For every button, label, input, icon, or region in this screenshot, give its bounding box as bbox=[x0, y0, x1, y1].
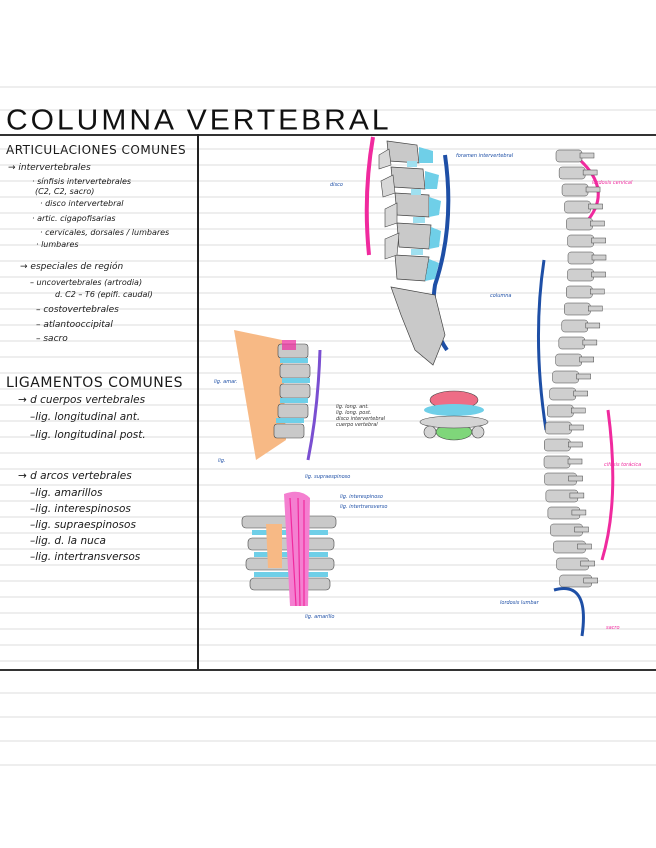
note-line: · sínfisis intervertebrales bbox=[32, 177, 132, 186]
note-line: · artic. cigapofisarias bbox=[32, 214, 116, 223]
note-line: –lig. intertransversos bbox=[30, 551, 141, 563]
spinous-process bbox=[582, 169, 598, 176]
column-divider bbox=[197, 134, 199, 670]
figure-label: lig. supraespinoso bbox=[305, 474, 351, 480]
vertebra bbox=[558, 336, 586, 350]
vertebra bbox=[545, 421, 572, 435]
note-line: –lig. supraespinosos bbox=[30, 519, 136, 531]
figure-label: lig. amarillo bbox=[305, 614, 335, 620]
note-line: · disco intervertebral bbox=[40, 199, 124, 208]
spinous-process bbox=[591, 254, 607, 261]
figure-label: lig. bbox=[218, 458, 226, 464]
arcos-heading: → d arcos vertebrales bbox=[18, 470, 132, 482]
spinous-process bbox=[568, 441, 583, 448]
spinous-process bbox=[585, 322, 601, 329]
note-line: → especiales de región bbox=[20, 262, 124, 272]
note-line: –lig. longitudinal post. bbox=[30, 429, 146, 441]
figure-label: columna bbox=[490, 293, 512, 299]
vertebra bbox=[555, 149, 583, 163]
ligamentos-heading: LIGAMENTOS COMUNES bbox=[6, 375, 183, 391]
spinous-process bbox=[574, 526, 589, 533]
vertebra bbox=[566, 217, 593, 231]
figure-label: foramen intervertebral bbox=[456, 153, 514, 159]
figure-label: lordosis cervical bbox=[592, 180, 633, 186]
note-line: –lig. interespinosos bbox=[30, 503, 131, 515]
lumbar-spine-lateral-figure bbox=[364, 136, 451, 366]
note-line: · lumbares bbox=[36, 240, 79, 249]
figure-label: lig. intertransverso bbox=[340, 504, 388, 510]
figure-label: disco bbox=[330, 182, 343, 188]
spinous-process bbox=[568, 475, 583, 482]
vertebra bbox=[561, 183, 589, 197]
vertebra bbox=[558, 166, 586, 180]
articulaciones-heading: ARTICULACIONES COMUNES bbox=[6, 143, 187, 157]
vertebra bbox=[549, 387, 576, 401]
spinous-process bbox=[569, 492, 585, 499]
cuerpos-heading: → d cuerpos vertebrales bbox=[18, 394, 146, 406]
vertebra bbox=[567, 251, 595, 265]
figure-label: lig. interespinoso bbox=[340, 494, 383, 500]
note-line: → intervertebrales bbox=[8, 163, 91, 173]
spinous-process bbox=[591, 237, 606, 244]
title-rule bbox=[0, 134, 656, 136]
figure-label: disco intervertebral bbox=[336, 416, 386, 422]
spinous-process bbox=[582, 339, 598, 346]
spinous-process bbox=[583, 577, 598, 584]
intervertebral-disc-figure bbox=[419, 390, 489, 441]
vertebra bbox=[567, 268, 594, 282]
figure-label: sacro bbox=[606, 625, 620, 631]
note-line: – uncovertebrales (artrodia) bbox=[30, 278, 143, 287]
vertebra bbox=[547, 404, 574, 418]
spinous-process bbox=[591, 271, 606, 278]
figure-label: cuerpo vertebral bbox=[336, 422, 378, 428]
vertebra bbox=[544, 438, 571, 452]
page-title: COLUMNA VERTEBRAL bbox=[6, 104, 392, 137]
note-line: d. C2 – T6 (epifi. caudal) bbox=[55, 290, 153, 299]
note-line: – atlantooccipital bbox=[36, 320, 113, 330]
spinous-process bbox=[571, 407, 586, 414]
spinous-process bbox=[590, 220, 605, 227]
spinous-process bbox=[580, 560, 595, 567]
note-line: – costovertebrales bbox=[36, 305, 119, 315]
spinous-process bbox=[573, 390, 588, 397]
figure-label: lig. long. post. bbox=[336, 410, 372, 416]
spinous-process bbox=[590, 288, 605, 295]
spinous-process bbox=[588, 203, 603, 210]
spinous-process bbox=[579, 356, 594, 363]
figure-label: lig. long. ant. bbox=[336, 404, 369, 410]
spinous-process bbox=[585, 186, 601, 193]
full-spine-figure bbox=[536, 149, 615, 637]
note-line: (C2, C2, sacro) bbox=[35, 187, 95, 196]
vertebra bbox=[564, 302, 591, 316]
bottom-rule bbox=[0, 669, 656, 671]
vertebra bbox=[555, 353, 582, 367]
note-line: –lig. amarillos bbox=[30, 487, 103, 499]
posterior-ligament-figure bbox=[241, 491, 337, 607]
figure-label: lig. amar. bbox=[214, 379, 238, 385]
note-line: · cervicales, dorsales / lumbares bbox=[40, 228, 170, 237]
spinous-process bbox=[588, 305, 603, 312]
figure-label: lordosis lumbar bbox=[500, 600, 539, 606]
vertebra bbox=[561, 319, 589, 333]
vertebra bbox=[564, 200, 591, 214]
figure-label: cifosis torácica bbox=[604, 462, 642, 468]
spinous-process bbox=[569, 424, 584, 431]
note-line: –lig. longitudinal ant. bbox=[30, 411, 141, 423]
spinous-process bbox=[567, 458, 583, 465]
vertebra bbox=[566, 285, 593, 299]
vertebra bbox=[567, 234, 594, 248]
cervical-ligament-figure bbox=[234, 330, 322, 461]
vertebra bbox=[552, 370, 579, 384]
note-line: – sacro bbox=[36, 334, 68, 344]
spinous-process bbox=[571, 509, 587, 516]
spinous-process bbox=[577, 543, 592, 550]
spinous-process bbox=[579, 152, 595, 159]
spinous-process bbox=[576, 373, 591, 380]
note-line: –lig. d. la nuca bbox=[30, 535, 106, 547]
vertebra bbox=[543, 455, 571, 469]
